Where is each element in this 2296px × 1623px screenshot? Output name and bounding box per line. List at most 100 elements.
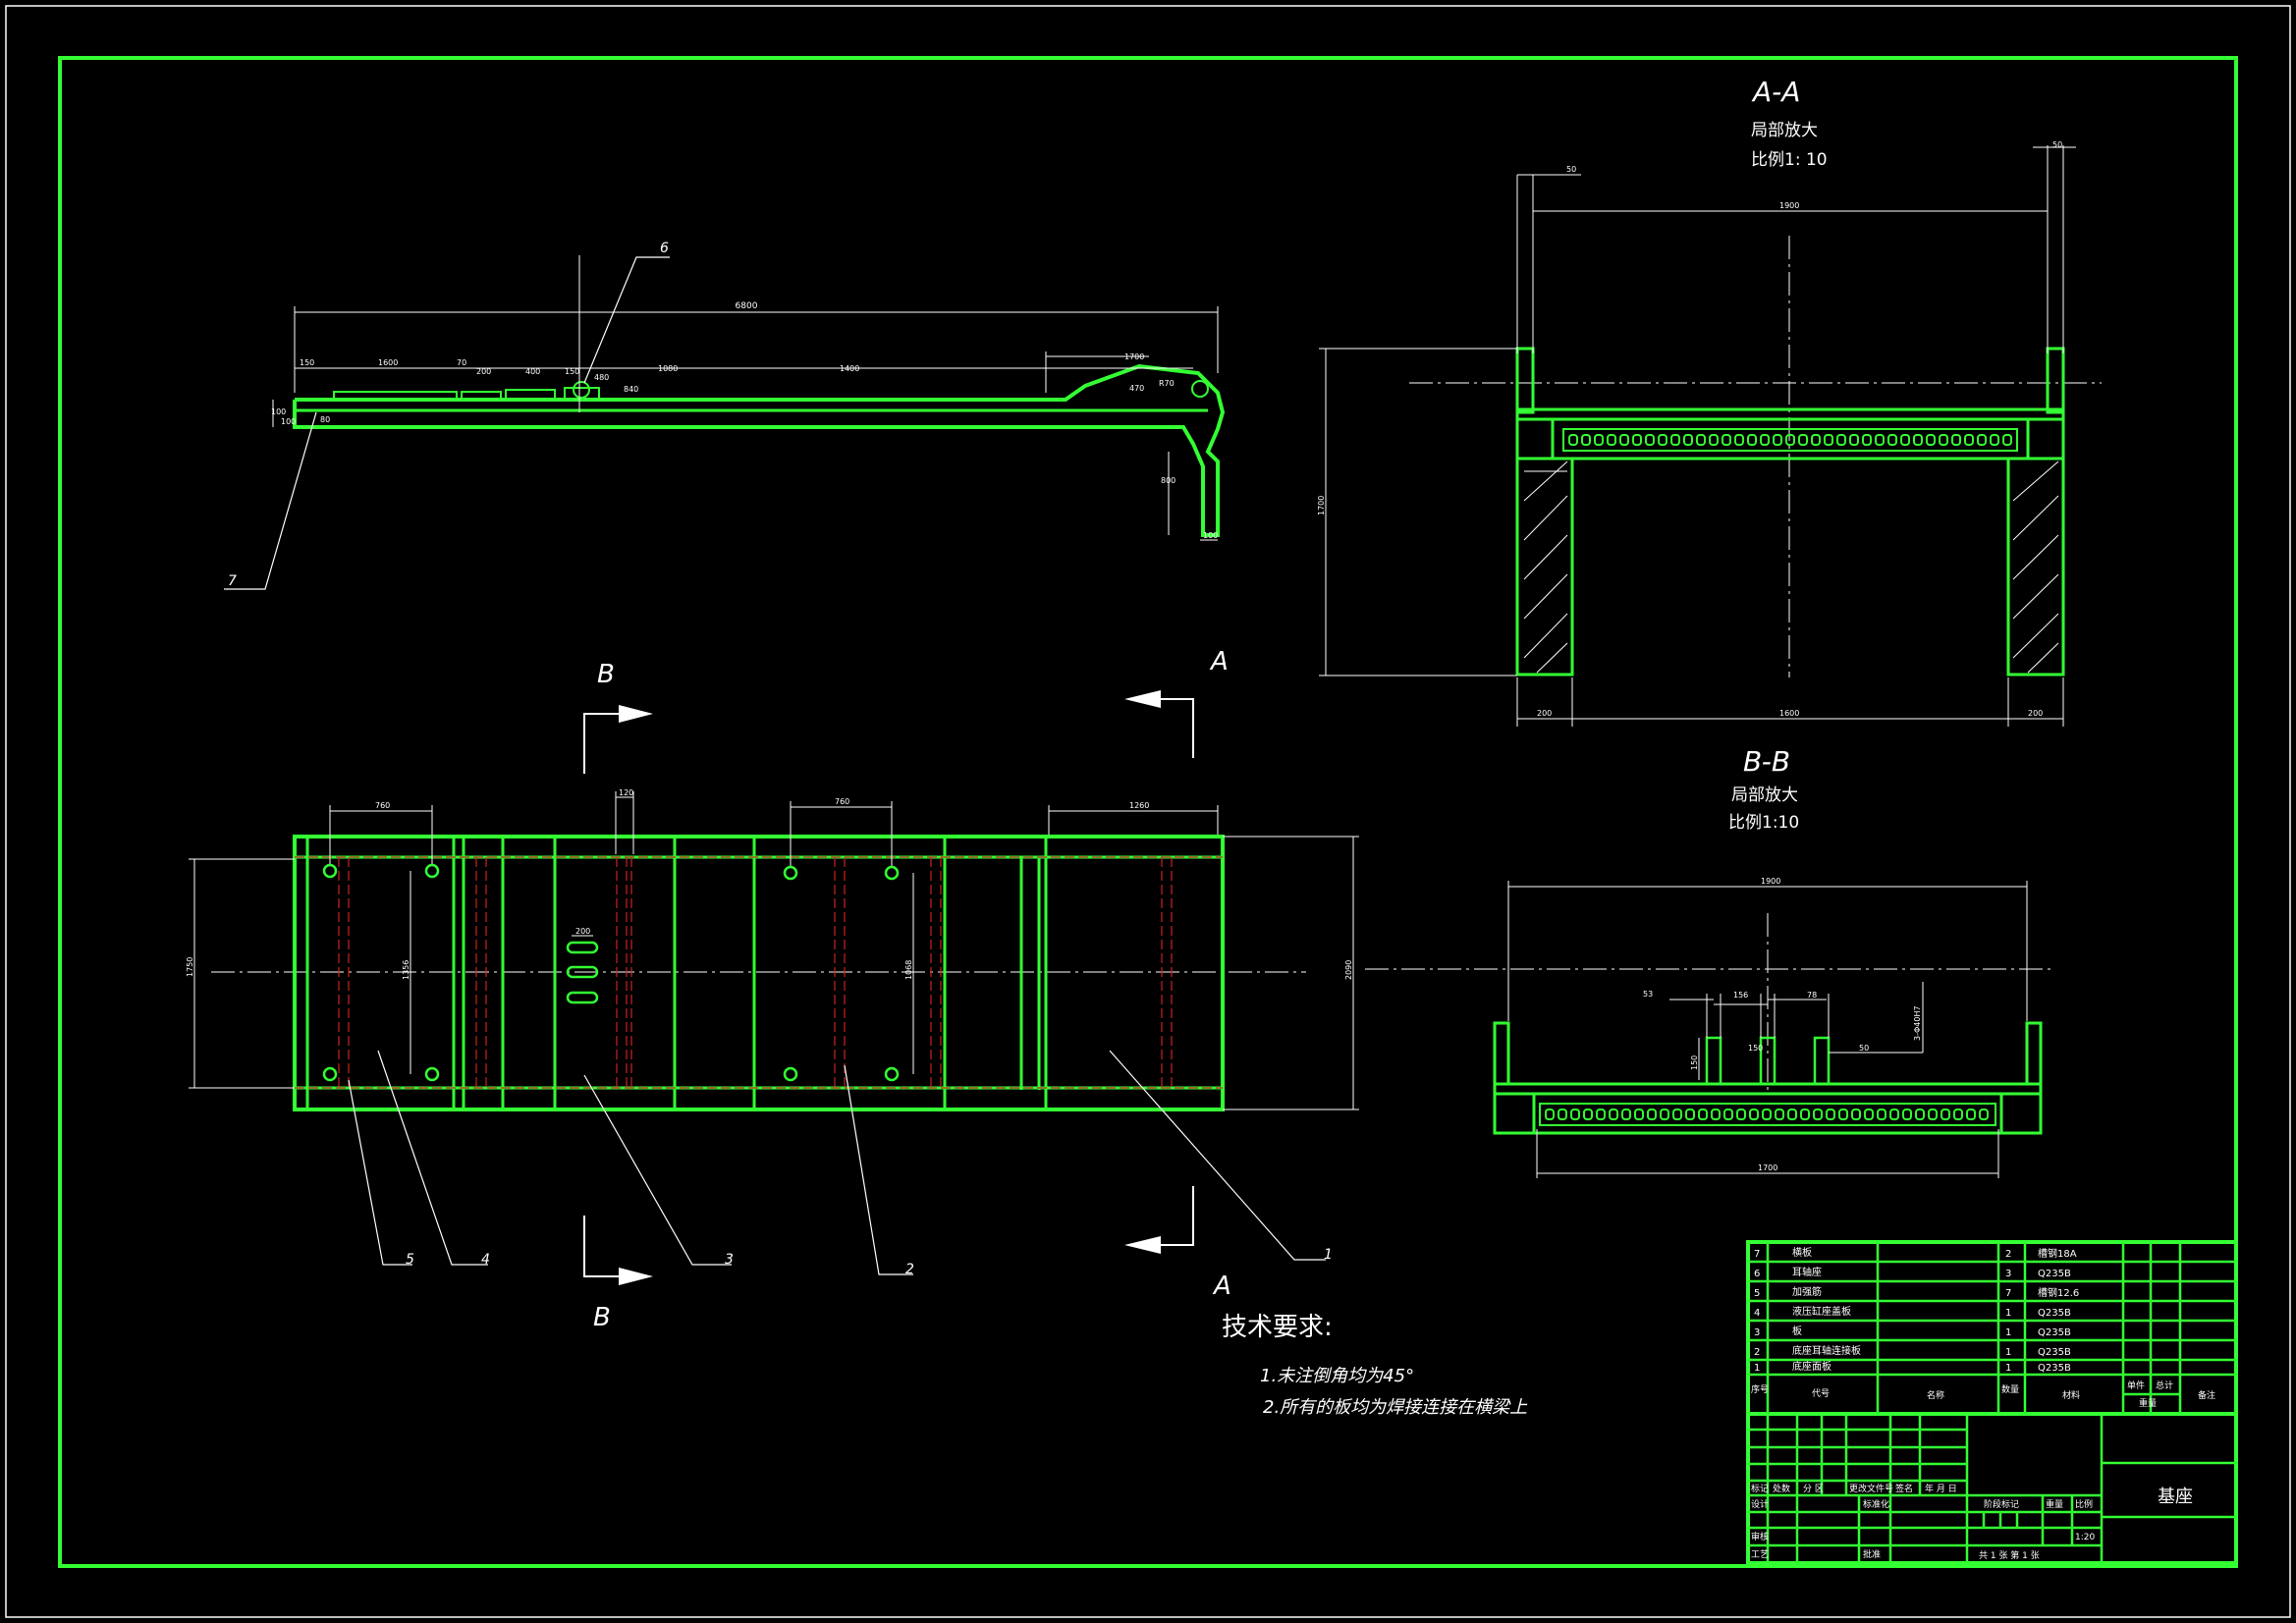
chain-link: [1926, 434, 1936, 446]
svg-text:备注: 备注: [2198, 1389, 2215, 1401]
svg-text:阶段标记: 阶段标记: [1984, 1498, 2019, 1510]
svg-text:156: 156: [1733, 991, 1748, 1000]
svg-text:1260: 1260: [1129, 801, 1149, 810]
section-bb-title: B-B: [1743, 745, 1790, 778]
chain-link: [1634, 1109, 1644, 1120]
chain-link: [1672, 1109, 1682, 1120]
svg-text:代号: 代号: [1812, 1388, 1830, 1399]
chain-link: [1722, 434, 1731, 446]
svg-text:53: 53: [1643, 990, 1653, 999]
chain-link: [1900, 434, 1910, 446]
svg-text:处数: 处数: [1773, 1483, 1790, 1494]
chain-link: [1836, 434, 1846, 446]
svg-text:1356: 1356: [402, 960, 410, 980]
chain-link: [1990, 434, 1999, 446]
chain-link: [1939, 434, 1948, 446]
leader-6: 6: [660, 241, 669, 256]
svg-text:150: 150: [565, 367, 579, 376]
chain-link: [1647, 1109, 1657, 1120]
svg-text:2: 2: [2005, 1249, 2011, 1260]
chain-link: [1762, 1109, 1772, 1120]
leader-5: 5: [406, 1252, 414, 1268]
svg-text:1080: 1080: [658, 364, 678, 373]
chain-link: [1964, 434, 1974, 446]
svg-text:1700: 1700: [1124, 352, 1144, 361]
section-mark-a-bottom: A: [1212, 1271, 1231, 1301]
chain-link: [1607, 434, 1616, 446]
svg-text:批准: 批准: [1863, 1548, 1881, 1560]
svg-text:液压缸座盖板: 液压缸座盖板: [1792, 1305, 1851, 1318]
dim-overall-length: 6800: [736, 301, 758, 311]
leader-7: 7: [228, 573, 237, 589]
svg-text:槽钢12.6: 槽钢12.6: [2038, 1286, 2079, 1299]
chain-link: [1685, 1109, 1695, 1120]
svg-text:标准化: 标准化: [1863, 1498, 1889, 1510]
sheet-outer-border: [5, 5, 2291, 1618]
note-1: 1.未注倒角均为45°: [1260, 1366, 1414, 1386]
chain-link: [1545, 1109, 1555, 1120]
svg-text:100: 100: [1203, 531, 1218, 540]
chain-link: [1877, 1109, 1886, 1120]
chain-link: [1609, 1109, 1618, 1120]
chain-link: [1645, 434, 1655, 446]
svg-text:150: 150: [1748, 1044, 1763, 1053]
svg-text:1700: 1700: [1758, 1163, 1777, 1172]
svg-text:2090: 2090: [1344, 960, 1353, 980]
svg-text:400: 400: [525, 367, 540, 376]
chain-link: [1709, 434, 1719, 446]
chain-link: [1696, 434, 1706, 446]
section-mark-b-top: B: [597, 660, 615, 689]
svg-text:数量: 数量: [2001, 1383, 2019, 1395]
svg-text:工艺: 工艺: [1751, 1549, 1769, 1560]
svg-text:7: 7: [2005, 1288, 2011, 1299]
svg-text:重量: 重量: [2046, 1498, 2063, 1510]
svg-text:1400: 1400: [840, 364, 859, 373]
svg-text:R70: R70: [1159, 379, 1175, 388]
chain-link: [1811, 434, 1821, 446]
svg-text:1: 1: [1754, 1363, 1760, 1374]
drawing-frame: [58, 56, 2238, 1568]
chain-link: [2002, 434, 2012, 446]
svg-text:3: 3: [1754, 1327, 1760, 1338]
chain-link: [1570, 1109, 1580, 1120]
chain-link: [1596, 1109, 1606, 1120]
svg-text:200: 200: [2028, 709, 2043, 718]
svg-text:4: 4: [1754, 1308, 1760, 1319]
svg-text:名称: 名称: [1927, 1389, 1944, 1401]
chain-link: [1851, 1109, 1861, 1120]
chain-link: [1723, 1109, 1733, 1120]
chain-link: [1670, 434, 1680, 446]
svg-text:设计: 设计: [1751, 1498, 1769, 1510]
svg-text:比例: 比例: [2075, 1498, 2093, 1510]
chain-link: [1787, 1109, 1797, 1120]
svg-text:1700: 1700: [1317, 496, 1326, 515]
svg-text:槽钢18A: 槽钢18A: [2038, 1247, 2077, 1260]
chain-link: [1658, 434, 1667, 446]
svg-text:更改文件号: 更改文件号: [1849, 1483, 1893, 1494]
svg-text:1068: 1068: [904, 960, 913, 980]
svg-text:单件: 单件: [2127, 1380, 2145, 1391]
section-aa-scale: 比例1: 10: [1751, 150, 1828, 170]
svg-text:签名: 签名: [1895, 1483, 1913, 1494]
svg-text:480: 480: [594, 373, 609, 382]
svg-text:7: 7: [1754, 1249, 1760, 1260]
svg-text:80: 80: [320, 415, 330, 424]
svg-text:150: 150: [300, 358, 314, 367]
chain-link: [1619, 434, 1629, 446]
chain-link: [1875, 434, 1885, 446]
chain-link: [1928, 1109, 1938, 1120]
svg-text:耳轴座: 耳轴座: [1792, 1266, 1822, 1278]
chain-link: [1621, 1109, 1631, 1120]
svg-text:Q235B: Q235B: [2038, 1269, 2071, 1279]
svg-text:1: 1: [2005, 1363, 2011, 1374]
title-block-drawing-name: 基座: [2158, 1487, 2193, 1507]
svg-text:760: 760: [835, 797, 849, 806]
svg-text:1900: 1900: [1761, 877, 1780, 886]
svg-text:序号: 序号: [1751, 1383, 1769, 1395]
svg-text:总计: 总计: [2156, 1380, 2173, 1391]
svg-text:分 区: 分 区: [1803, 1484, 1824, 1494]
svg-text:材料: 材料: [2062, 1389, 2080, 1401]
svg-text:70: 70: [457, 358, 466, 367]
leader-4: 4: [481, 1252, 490, 1268]
